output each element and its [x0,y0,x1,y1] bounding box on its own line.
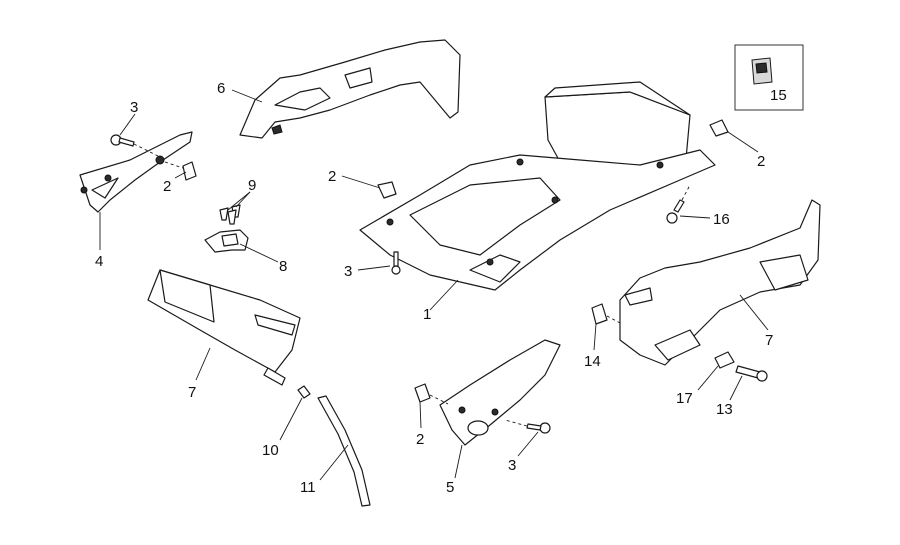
clip-2-lower [414,383,449,405]
callout-9: 8 [279,258,287,275]
callout-4: 4 [95,253,103,270]
callout-labels: 6 3 2 4 9 8 7 10 11 2 3 1 2 16 15 7 14 1… [95,80,787,496]
clip-2-center [377,181,397,199]
leader-lines [99,89,769,481]
callout-6: 6 [217,80,225,97]
callout-10: 9 [248,177,256,194]
clip-2-right [709,119,729,137]
part-1-undertray [359,81,716,291]
part-10-pins [219,204,241,225]
callout-13: 13 [716,401,733,418]
callout-3-center: 3 [344,263,352,280]
callout-1: 1 [423,306,431,323]
screw-3-lower [504,419,551,434]
part-11-nozzle [297,385,311,399]
screw-16 [666,184,691,224]
part-8-box [147,269,301,386]
callout-3-left: 3 [130,99,138,116]
callout-16: 16 [713,211,730,228]
part-12-hose [317,395,371,507]
part-4-left-bracket [79,131,193,213]
clip-14 [591,303,623,325]
clip-2-left [164,161,197,181]
callout-7: 7 [765,332,773,349]
callout-11: 10 [262,442,279,459]
part-15-box [734,44,804,111]
callout-2-left: 2 [163,178,171,195]
callout-3-lower: 3 [508,457,516,474]
callout-17: 17 [676,390,693,407]
screw-3-left [110,134,159,157]
part-7-side-frame [619,199,821,366]
callout-5: 5 [446,479,454,496]
callout-14: 14 [584,353,601,370]
bolt-13 [735,365,768,382]
part-6-rear-cover [239,39,461,139]
part-9-clip [204,229,249,253]
callout-12: 11 [300,479,316,496]
screw-3-center [391,251,401,275]
spacer-17 [714,351,735,369]
callout-15: 15 [770,87,787,104]
callout-2-right: 2 [757,153,765,170]
part-5-side-plate [439,339,561,446]
callout-2-center: 2 [328,168,336,185]
callout-2-lower: 2 [416,431,424,448]
callout-8: 7 [188,384,196,401]
